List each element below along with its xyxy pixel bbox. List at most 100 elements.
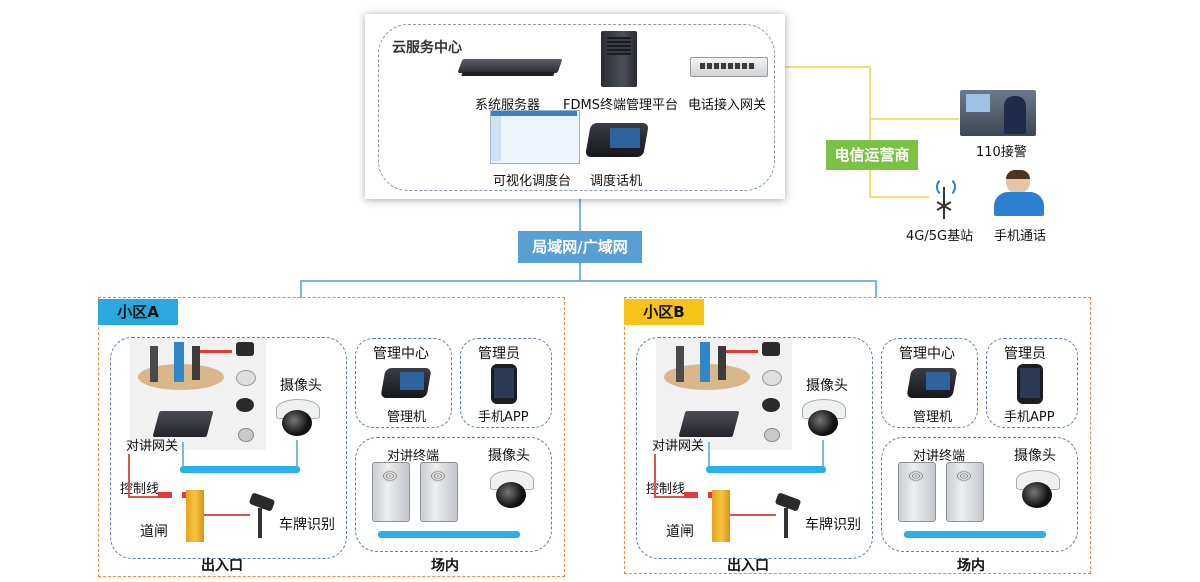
- dispatch-console-header-icon: [491, 111, 577, 116]
- zone-a-inside-bus: [378, 531, 520, 538]
- zone-a-area: [98, 297, 565, 577]
- mobile-caller-icon: [992, 170, 1046, 216]
- zone-b-management-phone-label: 管理机: [913, 410, 953, 425]
- gateway-to-telecom-line: [765, 66, 871, 68]
- zone-b-intercom-gateway-icon: [678, 411, 740, 437]
- zone-a-inside-camera-lens-icon: [496, 482, 526, 508]
- zone-b-access-equipment-icon: [656, 338, 792, 450]
- zone-a-drop-line: [300, 280, 302, 298]
- system-server-front-icon: [461, 72, 555, 76]
- fdms-label: FDMS终端管理平台: [563, 98, 678, 113]
- zone-a-name: 小区A: [117, 303, 159, 321]
- zone-b-management-center-label: 管理中心: [899, 346, 955, 362]
- telecom-to-basestation-line: [869, 196, 929, 198]
- zone-a-barrier-gate-icon: [186, 490, 204, 542]
- zone-b-management-phone-screen-icon: [926, 372, 950, 390]
- zone-a-administrator-label: 管理员: [478, 346, 520, 362]
- zone-a-badge: 小区A: [98, 299, 178, 325]
- zone-a-entrance-exit-label: 出入口: [201, 558, 243, 574]
- zone-b-barrier-gate-icon: [712, 490, 730, 542]
- zones-horizontal-line: [300, 280, 876, 282]
- network-to-zones-line: [579, 263, 581, 281]
- zone-b-plate-recognition-label: 车牌识别: [805, 517, 861, 533]
- fdms-server-vent-icon: [607, 37, 631, 55]
- system-server-icon: [457, 59, 563, 73]
- zone-b-intercom-terminal-label: 对讲终端: [913, 449, 966, 464]
- zone-b-entrance-bus-left: [708, 442, 710, 466]
- zone-b-administrator-area: [986, 338, 1078, 428]
- system-server-label: 系统服务器: [475, 98, 541, 113]
- cloud-to-network-line: [579, 199, 581, 231]
- zone-b-gate-to-lpr-line: [730, 514, 776, 516]
- zone-a-intercom-terminal-2-grille-icon: [429, 470, 447, 482]
- zone-a-gate-to-lpr-line: [204, 514, 250, 516]
- zone-b-barrier-gate-label: 道闸: [666, 524, 694, 540]
- zone-a-plate-recognition-label: 车牌识别: [279, 517, 335, 533]
- zone-b-plate-recognition-pole-icon: [784, 508, 788, 538]
- zone-b-drop-line: [875, 280, 877, 298]
- zone-b-area: [624, 297, 1091, 574]
- zone-b-entrance-bus-right: [822, 440, 824, 466]
- network-badge: 局域网/广域网: [518, 231, 642, 263]
- police-label: 110接警: [976, 145, 1027, 160]
- police-monitor-icon: [966, 94, 990, 112]
- zone-a-mobile-app-label: 手机APP: [478, 410, 529, 425]
- cloud-service-panel: [365, 14, 785, 199]
- zone-a-mobile-app-screen-icon: [494, 368, 514, 398]
- base-station-label: 4G/5G基站: [906, 229, 974, 244]
- zone-b-intercom-gateway-label: 对讲网关: [652, 439, 705, 454]
- zone-a-access-equipment-icon: [130, 338, 266, 450]
- zone-a-administrator-area: [460, 338, 552, 428]
- zone-a-intercom-terminal-label: 对讲终端: [387, 449, 440, 464]
- zone-b-badge: 小区B: [624, 299, 704, 325]
- mobile-call-label: 手机通话: [994, 229, 1047, 244]
- zone-a-entrance-bus: [180, 466, 300, 473]
- zone-b-control-line-label: 控制线: [646, 482, 686, 497]
- zone-a-management-center-label: 管理中心: [373, 346, 429, 362]
- zone-a-entrance-bus-right: [296, 440, 298, 466]
- network-label: 局域网/广域网: [532, 238, 628, 256]
- cloud-service-border: [378, 24, 775, 191]
- zone-b-entrance-exit-label: 出入口: [727, 558, 769, 574]
- telecom-to-police-line: [869, 118, 959, 120]
- cloud-title: 云服务中心: [392, 40, 462, 56]
- base-station-icon: [930, 175, 958, 219]
- zone-b-entrance-bus: [706, 466, 826, 473]
- telecom-badge: 电信运营商: [826, 140, 918, 170]
- zone-b-inside-camera-lens-icon: [1022, 482, 1052, 508]
- zone-a-management-center-area: [355, 338, 452, 428]
- zone-a-inside-label: 场内: [431, 558, 459, 574]
- zone-b-entrance-camera-label: 摄像头: [806, 378, 848, 394]
- zone-b-entrance-area: [636, 337, 873, 559]
- zone-a-barrier-gate-label: 道闸: [140, 524, 168, 540]
- phone-gateway-ports-icon: [700, 63, 756, 69]
- zone-a-inside-area: [355, 437, 552, 552]
- zone-b-administrator-label: 管理员: [1004, 346, 1046, 362]
- zone-a-barrier-arm-icon: [158, 492, 188, 498]
- dispatch-phone-screen-icon: [610, 128, 640, 148]
- zone-b-inside-area: [881, 437, 1078, 552]
- zone-a-intercom-gateway-label: 对讲网关: [126, 439, 179, 454]
- zone-a-entrance-bus-left: [182, 442, 184, 466]
- police-person-icon: [1004, 96, 1026, 134]
- dispatch-console-icon: [490, 110, 580, 164]
- zone-a-control-line-vertical: [128, 454, 130, 496]
- zone-a-plate-recognition-pole-icon: [258, 508, 262, 538]
- phone-gateway-label: 电话接入网关: [688, 98, 767, 113]
- zone-a-intercom-terminal-1-grille-icon: [381, 470, 399, 482]
- dispatch-console-sidebar-icon: [491, 116, 501, 161]
- zone-a-entrance-camera-label: 摄像头: [280, 378, 322, 394]
- zone-b-mobile-app-label: 手机APP: [1004, 410, 1055, 425]
- zone-b-entrance-camera-lens-icon: [808, 410, 838, 436]
- zone-a-management-phone-screen-icon: [400, 372, 424, 390]
- zone-a-inside-camera-label: 摄像头: [488, 448, 530, 464]
- zone-b-intercom-terminal-1-grille-icon: [907, 470, 925, 482]
- zone-a-management-phone-label: 管理机: [387, 410, 427, 425]
- zone-b-inside-camera-label: 摄像头: [1014, 448, 1056, 464]
- telecom-vertical-line: [869, 66, 871, 198]
- zone-b-intercom-terminal-2-grille-icon: [955, 470, 973, 482]
- zone-a-entrance-area: [110, 337, 347, 559]
- zone-b-barrier-arm-icon: [684, 492, 714, 498]
- zone-b-inside-label: 场内: [957, 558, 985, 574]
- dispatch-console-label: 可视化调度台: [493, 174, 572, 189]
